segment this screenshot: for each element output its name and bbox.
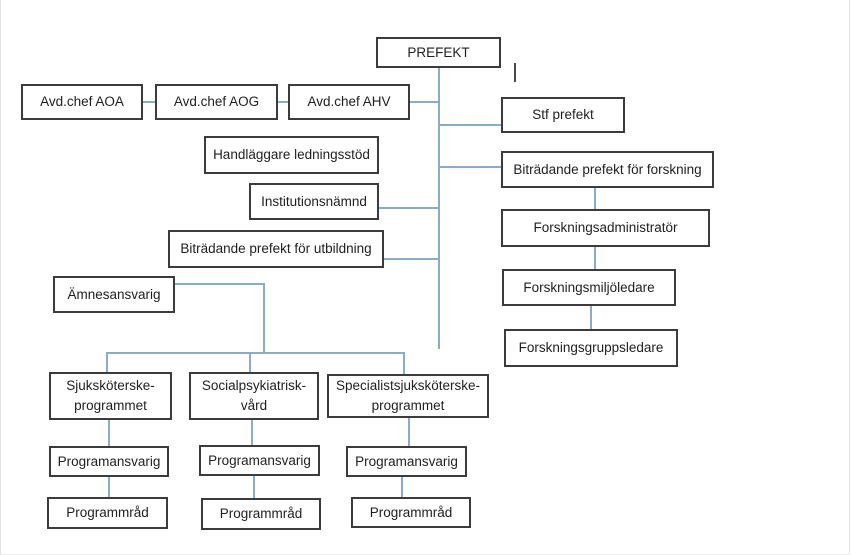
org-box-label: Handläggare ledningsstöd	[213, 147, 370, 162]
org-box-avdchef-aog: Avd.chef AOG	[155, 84, 278, 120]
org-box-label: Stf prefekt	[532, 107, 594, 122]
connector-ansvarig1-to-programmrad1	[108, 477, 110, 497]
org-box-label: Socialpsykiatrisk-	[201, 378, 307, 393]
org-box-label: PREFEKT	[407, 44, 470, 60]
org-box-prefekt: PREFEKT	[376, 37, 501, 68]
connector-forskning-to-administrator	[594, 188, 596, 209]
connector-ahv-to-trunk	[410, 101, 438, 103]
cursor-mark	[514, 63, 516, 82]
connector-aoa-to-aog	[143, 101, 155, 103]
org-box-stf-prefekt: Stf prefekt	[501, 97, 625, 133]
connector-socialpsykiatrisk-to-ansvarig	[251, 420, 253, 445]
org-box-label: Forskningsmiljöledare	[523, 279, 655, 295]
org-box-amnesansvarig: Ämnesansvarig	[53, 276, 175, 313]
connector-trunk-vertical	[438, 68, 440, 349]
connector-miljoledare-to-gruppsledare	[590, 306, 592, 329]
connector-ansvarig3-to-programmrad3	[401, 477, 403, 497]
org-box-label: programmet	[74, 398, 147, 413]
connector-utbildning-to-trunk	[384, 258, 438, 260]
org-box-label: Biträdande prefekt för utbildning	[180, 241, 372, 256]
org-box-programansvarig-1: Programansvarig	[49, 446, 169, 477]
connector-administrator-to-miljoledare	[594, 247, 596, 269]
org-box-avdchef-aoa: Avd.chef AOA	[21, 84, 143, 120]
org-box-label: Avd.chef AHV	[307, 94, 391, 109]
org-box-label: vård	[240, 398, 268, 413]
org-box-label: programmet	[371, 398, 445, 413]
org-box-label: Forskningsgruppsledare	[518, 340, 664, 355]
org-box-sjukskoterske-programmet: Sjuksköterske-programmet	[49, 372, 172, 420]
connector-trunk-to-stf-prefekt	[438, 124, 501, 126]
org-box-label: Ämnesansvarig	[67, 286, 161, 302]
org-box-label: Programmråd	[369, 504, 453, 520]
org-box-label: Programmråd	[66, 505, 149, 520]
connector-amnesansvarig-horizontal	[175, 283, 265, 285]
org-box-label: Biträdande prefekt för forskning	[513, 161, 702, 177]
connector-drop-to-socialpsykiatrisk	[249, 352, 251, 372]
connector-drop-to-sjukskoterske	[106, 352, 108, 372]
org-box-label: Specialistsjuksköterske-	[335, 378, 481, 393]
connector-program-row-horizontal	[106, 352, 404, 354]
connector-drop-to-specialist	[403, 352, 405, 375]
org-box-label: Avd.chef AOA	[40, 94, 124, 109]
org-box-label: Programansvarig	[208, 452, 311, 468]
org-box-bitradande-prefekt-forskning: Biträdande prefekt för forskning	[501, 151, 714, 188]
org-box-label: Forskningsadministratör	[533, 220, 678, 235]
connector-ansvarig2-to-programmrad2	[253, 476, 255, 498]
org-box-forskningsmiljoledare: Forskningsmiljöledare	[502, 269, 676, 306]
org-box-forskningsadministrator: Forskningsadministratör	[501, 209, 710, 247]
org-box-label: Sjuksköterske-	[66, 378, 155, 393]
org-box-label: Programmråd	[219, 506, 303, 521]
org-box-label: Institutionsnämnd	[261, 193, 367, 209]
org-box-programmrad-3: Programmråd	[351, 497, 471, 528]
connector-institutionsnamnd-to-trunk	[379, 207, 438, 209]
org-box-programansvarig-2: Programansvarig	[199, 445, 320, 476]
connector-specialist-to-ansvarig	[408, 418, 410, 446]
connector-aog-to-ahv	[278, 101, 288, 103]
org-box-label: Programansvarig	[355, 453, 458, 469]
org-box-socialpsykiatrisk-vard: Socialpsykiatrisk-vård	[189, 372, 319, 420]
org-box-programmrad-2: Programmråd	[201, 498, 321, 530]
org-box-forskningsgruppsledare: Forskningsgruppsledare	[504, 329, 678, 367]
org-box-programansvarig-3: Programansvarig	[346, 446, 467, 477]
connector-sjukskoterske-to-ansvarig	[108, 420, 110, 446]
org-box-specialistsjukskoterske-programmet: Specialistsjuksköterske-programmet	[327, 374, 489, 418]
org-box-bitradande-prefekt-utbildning: Biträdande prefekt för utbildning	[168, 230, 384, 268]
connector-trunk-to-forskning	[438, 166, 501, 168]
connector-amnesansvarig-vertical	[263, 283, 265, 353]
org-box-avdchef-ahv: Avd.chef AHV	[288, 84, 410, 120]
org-box-label: Avd.chef AOG	[173, 94, 260, 109]
org-box-programmrad-1: Programmråd	[47, 497, 168, 529]
org-box-institutionsnamnd: Institutionsnämnd	[249, 183, 379, 220]
org-box-handlaggare-ledningsstod: Handläggare ledningsstöd	[204, 136, 379, 174]
org-box-label: Programansvarig	[57, 453, 161, 469]
